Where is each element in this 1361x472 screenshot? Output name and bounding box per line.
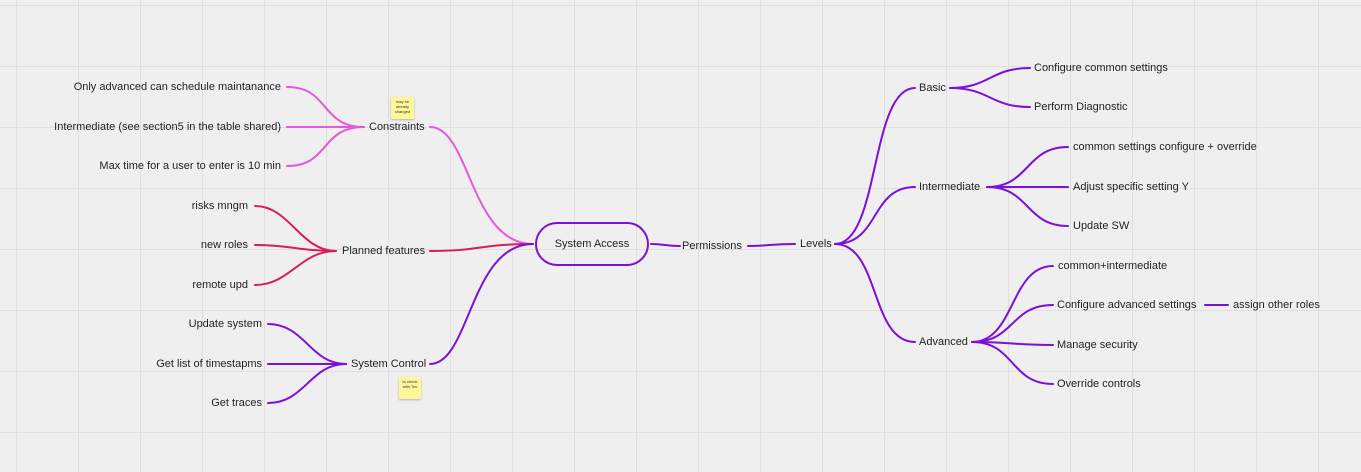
node-advanced-sub-item[interactable]: assign other roles <box>1233 299 1320 311</box>
edge-advanced-item-4 <box>971 341 1054 385</box>
node-planned-item-2[interactable]: new roles <box>200 239 248 251</box>
root-node-label: System Access <box>554 238 630 250</box>
node-basic-item-1[interactable]: Configure common settings <box>1034 62 1168 74</box>
edge-control-item-3 <box>267 363 347 404</box>
edge-intermediate-item-3 <box>986 186 1069 227</box>
edge-root-system-control <box>429 243 534 365</box>
edge-basic-item-1 <box>949 67 1031 89</box>
node-basic-item-2[interactable]: Perform Diagnostic <box>1034 101 1128 113</box>
node-permissions[interactable]: Permissions <box>682 240 742 252</box>
edge-advanced-item-2 <box>971 304 1054 343</box>
edge-advanced-item-3 <box>971 341 1054 346</box>
node-planned-features[interactable]: Planned features <box>342 245 426 257</box>
edge-intermediate-item-1 <box>986 146 1069 188</box>
edge-root-planned-features <box>429 243 534 252</box>
edge-constraints-item-1 <box>286 86 365 128</box>
node-system-control[interactable]: System Control <box>351 358 427 370</box>
edge-levels-advanced <box>834 243 916 343</box>
edge-levels-basic <box>834 87 916 245</box>
node-levels[interactable]: Levels <box>800 238 832 250</box>
node-planned-item-1[interactable]: risks mngm <box>191 200 248 212</box>
node-advanced-item-1[interactable]: common+intermediate <box>1058 260 1168 272</box>
node-control-item-2[interactable]: Get list of timestapms <box>156 358 262 370</box>
node-control-item-1[interactable]: Update system <box>188 318 262 330</box>
edge-advanced-item-1 <box>971 265 1054 343</box>
node-planned-item-3[interactable]: remote upd <box>192 279 248 291</box>
sticky-note-system-control[interactable]: to check with Teo <box>399 377 421 399</box>
edge-levels-intermediate <box>834 186 916 245</box>
edge-control-item-1 <box>267 323 347 365</box>
node-constraints[interactable]: Constraints <box>369 121 425 133</box>
edge-permissions-levels <box>747 243 796 247</box>
sticky-note-system-control-text: to check with Teo <box>402 379 418 389</box>
edge-root-permissions <box>650 243 681 247</box>
edge-planned-item-3 <box>254 250 337 286</box>
node-intermediate-item-3[interactable]: Update SW <box>1073 220 1130 232</box>
node-control-item-3[interactable]: Get traces <box>211 397 262 409</box>
node-constraint-item-2[interactable]: Intermediate (see section5 in the table … <box>54 121 281 133</box>
node-advanced-item-2[interactable]: Configure advanced settings <box>1057 299 1197 311</box>
node-advanced-item-4[interactable]: Override controls <box>1057 378 1141 390</box>
edge-basic-item-2 <box>949 87 1031 108</box>
node-basic[interactable]: Basic <box>919 82 946 94</box>
edge-planned-item-2 <box>254 244 337 252</box>
edge-root-constraints <box>429 126 534 245</box>
edge-constraints-item-3 <box>286 126 365 167</box>
sticky-note-constraints[interactable]: may be already changed <box>391 97 414 119</box>
node-intermediate[interactable]: Intermediate <box>919 181 981 193</box>
node-constraint-item-3[interactable]: Max time for a user to enter is 10 min <box>99 160 281 172</box>
root-node-system-access[interactable]: System Access <box>535 222 649 266</box>
node-intermediate-item-1[interactable]: common settings configure + override <box>1073 141 1257 153</box>
node-intermediate-item-2[interactable]: Adjust specific setting Y <box>1073 181 1189 193</box>
node-constraint-item-1[interactable]: Only advanced can schedule maintanance <box>73 81 281 93</box>
edge-planned-item-1 <box>254 205 337 252</box>
node-advanced[interactable]: Advanced <box>919 336 968 348</box>
node-advanced-item-3[interactable]: Manage security <box>1057 339 1138 351</box>
sticky-note-constraints-text: may be already changed <box>394 99 411 114</box>
